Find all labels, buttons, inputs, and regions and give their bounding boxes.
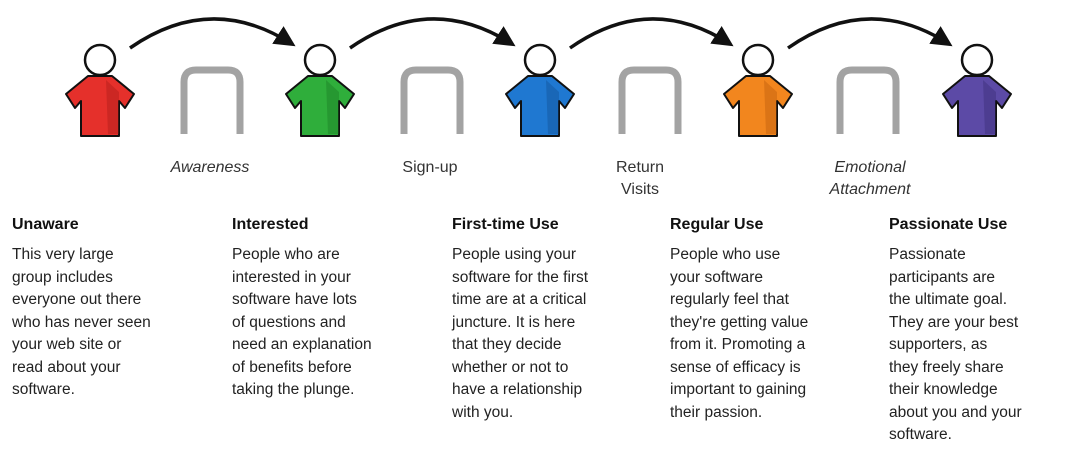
stage-description-line: of benefits before (232, 358, 352, 376)
stage-description-line: they're getting value (670, 313, 809, 331)
diagram-canvas (65, 17, 1012, 137)
stage-title: Passionate Use (889, 216, 1008, 233)
stage-description-line: People who are (232, 246, 340, 263)
stage-description-line: of questions and (232, 313, 346, 331)
stage-description-line: regularly feel that (670, 291, 789, 308)
person-icon (723, 43, 793, 137)
stage-description-line: People using your (452, 246, 577, 263)
stage-title: First-time Use (452, 216, 559, 233)
stage-description-line: group includes (12, 268, 113, 286)
transition-label-line: Emotional (834, 159, 906, 176)
transition-label: Awareness (150, 157, 270, 179)
transition-label-line: Sign-up (402, 159, 458, 176)
stage-description-line: software for the first (452, 268, 589, 286)
curved-arrow-icon (568, 17, 734, 50)
stage-description-line: about you and your (889, 403, 1022, 421)
stage-description: People who use your software regularly fee… (670, 244, 860, 424)
stage-description-line: software have lots (232, 291, 357, 308)
stage-description-line: your software (670, 268, 764, 286)
stage-description-line: everyone out there (12, 291, 142, 308)
stage-description-line: taking the plunge. (232, 381, 355, 398)
person-icon (505, 43, 575, 137)
stage-description-line: juncture. It is here (452, 313, 576, 331)
stage-description-line: that they decide (452, 336, 562, 353)
stage-description-line: the ultimate goal. (889, 291, 1008, 308)
transition-label-line: Visits (621, 181, 659, 198)
stage-description-line: This very large (12, 246, 114, 263)
stage-description-line: software. (889, 426, 952, 443)
hurdle-icon (180, 66, 244, 134)
stage-description-line: who has never seen (12, 313, 151, 331)
stage-description: This very large group includes everyone ou… (12, 244, 202, 402)
stage-description: People who are interested in your software… (232, 244, 422, 402)
transition-label-line: Awareness (170, 159, 250, 176)
transition-label: Sign-up (370, 157, 490, 179)
hurdle-icon (400, 66, 464, 134)
stage-description: People using your software for the first t… (452, 244, 642, 424)
person-icon (942, 43, 1012, 137)
stage-description-line: important to gaining (670, 381, 807, 398)
stage-description-line: they freely share (889, 358, 1004, 376)
stage-description-line: from it. Promoting a (670, 336, 806, 353)
curved-arrow-icon (787, 17, 953, 50)
stage-description-line: need an explanation (232, 336, 372, 353)
transition-label-line: Attachment (829, 181, 911, 198)
stage-description-line: sense of efficacy is (670, 358, 801, 376)
stage-description-line: have a relationship (452, 381, 583, 398)
person-icon (285, 43, 355, 137)
stage-title: Unaware (12, 216, 79, 233)
curved-arrow-icon (349, 17, 516, 50)
stage-description-line: They are your best (889, 313, 1019, 331)
hurdle-icon (836, 66, 900, 134)
transition-label-line: Return (615, 159, 665, 176)
stage-description-line: whether or not to (452, 358, 569, 376)
stage-title: Regular Use (670, 216, 764, 233)
curved-arrow-icon (129, 17, 296, 50)
stage-description-line: interested in your (232, 268, 351, 286)
stage-description-line: time are at a critical (452, 291, 587, 308)
stage-description-line: Passionate (889, 246, 966, 263)
stage-description-line: participants are (889, 268, 995, 286)
stage-description-line: with you. (452, 403, 514, 421)
stage-description-line: their passion. (670, 403, 763, 421)
hurdle-icon (618, 66, 682, 134)
stage-description-line: software. (12, 381, 75, 398)
stage-description-line: your web site or (12, 336, 122, 353)
stage-description-line: supporters, as (889, 336, 988, 353)
stage-description-line: People who use (670, 246, 781, 263)
stage-title: Interested (232, 216, 309, 233)
stage-description: Passionate participants are the ultimate g… (889, 244, 1065, 447)
person-icon (65, 43, 135, 137)
stage-description-line: their knowledge (889, 381, 998, 398)
stage-description-line: read about your (12, 358, 121, 376)
